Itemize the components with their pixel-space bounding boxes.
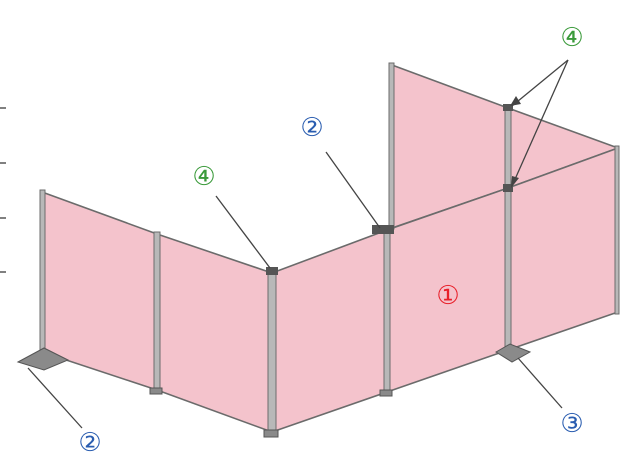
- post-corner: [267, 269, 277, 435]
- panel-left-2: [156, 233, 273, 433]
- callout-label-4-left: ④: [192, 162, 215, 192]
- leader-2-bottom: [27, 367, 83, 429]
- leader-lines: [27, 59, 569, 429]
- post-tall-back: [388, 62, 395, 230]
- post-end-right: [614, 145, 620, 315]
- leader-4-right-b: [511, 59, 569, 187]
- foot-left: [16, 347, 70, 371]
- connector-junction-high: [503, 104, 513, 111]
- front-panels: [41, 147, 619, 433]
- connectors: [266, 104, 513, 275]
- post-end-left: [39, 189, 46, 355]
- foot-bottom-1: [149, 387, 163, 395]
- feet: [16, 343, 532, 438]
- connector-top-mid: [372, 225, 394, 234]
- connector-junction-low: [503, 184, 513, 192]
- foot-bottom-2: [263, 429, 279, 438]
- foot-bottom-3: [379, 389, 393, 397]
- foot-right: [495, 343, 532, 363]
- leader-2-top: [325, 151, 381, 229]
- arrowheads: [510, 96, 521, 188]
- callout-label-1: ①: [436, 281, 459, 311]
- callout-label-2-bottom: ②: [78, 428, 101, 458]
- arrowhead-a: [510, 96, 521, 106]
- panel-front-1: [271, 229, 388, 433]
- leader-4-right-a: [511, 59, 569, 107]
- callouts: ① ② ② ③ ④ ④: [78, 23, 583, 458]
- callout-label-3: ③: [560, 409, 583, 439]
- post-front-mid: [383, 225, 391, 395]
- leader-3: [517, 357, 563, 409]
- post-junction: [504, 105, 512, 353]
- callout-label-2-top: ②: [300, 113, 323, 143]
- arrowhead-b: [511, 176, 519, 188]
- post-left-mid: [153, 231, 161, 393]
- callout-label-4-right: ④: [560, 23, 583, 53]
- edge-tick-marks: [0, 107, 6, 273]
- leader-4-left: [215, 195, 271, 269]
- connector-corner: [266, 267, 278, 275]
